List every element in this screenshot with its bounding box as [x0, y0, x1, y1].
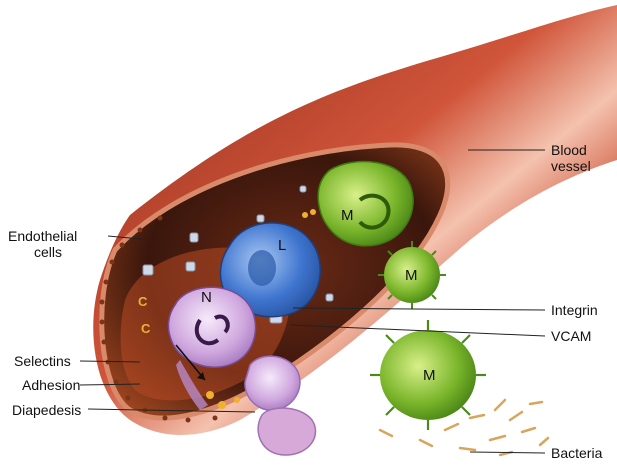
macrophage-label-outer: M [405, 267, 418, 284]
svg-text:C: C [138, 294, 148, 309]
macrophage-label-large: M [423, 367, 436, 384]
vcam-label: VCAM [551, 328, 591, 344]
diapedesis-label: Diapedesis [12, 402, 81, 418]
selectins-label: Selectins [14, 353, 71, 369]
neutrophil-cell [168, 287, 255, 367]
diapedesis-cell [245, 356, 300, 410]
svg-text:C: C [141, 321, 151, 336]
blood-vessel-label: Blood vessel [551, 142, 591, 174]
neutrophil-label: N [201, 289, 212, 306]
macrophage-label-inner: M [341, 207, 354, 224]
bacteria-label: Bacteria [551, 445, 602, 461]
adhesion-label: Adhesion [22, 377, 80, 393]
endothelial-cells-label: Endothelial cells [8, 228, 77, 260]
integrin-label: Integrin [551, 302, 598, 318]
lymphocyte-label: L [278, 237, 286, 254]
